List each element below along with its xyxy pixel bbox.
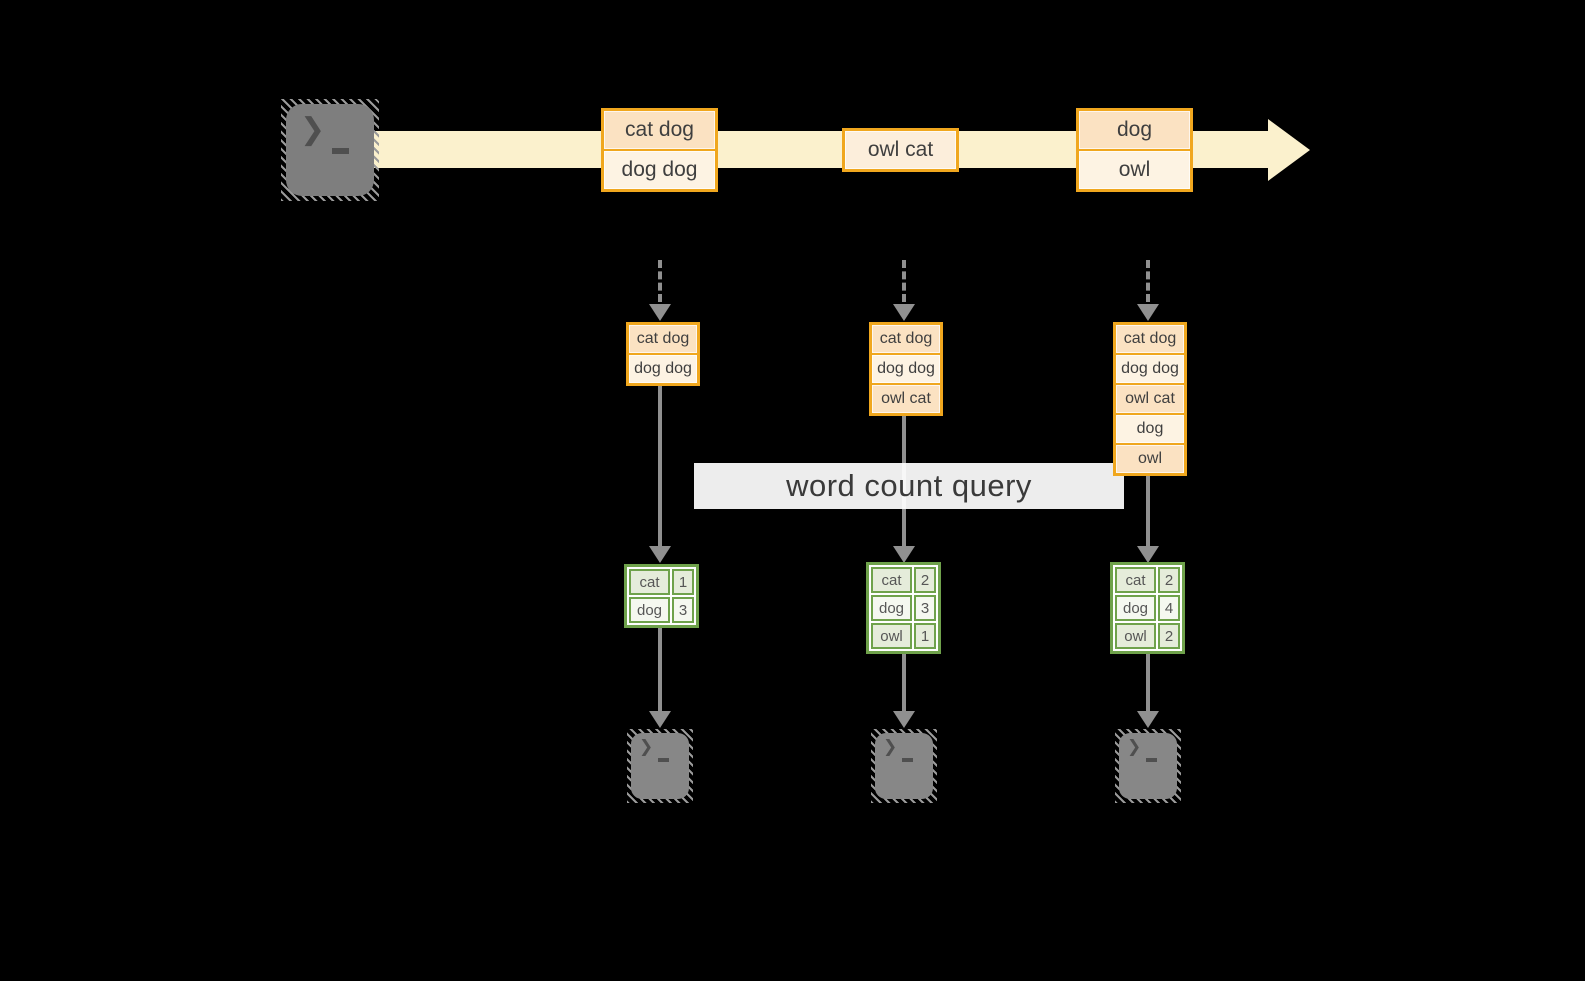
flow-arrowhead-icon <box>893 546 915 563</box>
buffer-item: dog dog <box>872 355 940 383</box>
word-count-query-label: word count query <box>694 463 1124 509</box>
count-word-cell: cat <box>1115 567 1156 593</box>
count-value-cell: 3 <box>672 597 694 623</box>
source-terminal-icon: ❯ <box>281 99 379 201</box>
window-buffer-3: cat dog dog dog owl cat dog owl <box>1113 322 1187 476</box>
terminal-prompt-icon: ❯ <box>300 112 326 147</box>
count-value-cell: 3 <box>914 595 936 621</box>
flow-arrowhead-icon <box>649 546 671 563</box>
window-buffer-1: cat dog dog dog <box>626 322 700 386</box>
count-word-cell: cat <box>629 569 670 595</box>
count-word-cell: dog <box>1115 595 1156 621</box>
buffer-item: dog dog <box>1116 355 1184 383</box>
buffer-item: dog <box>1116 415 1184 443</box>
count-table-1: cat 1 dog 3 <box>624 564 699 628</box>
ingest-arrowhead-icon <box>649 304 671 321</box>
count-value-cell: 2 <box>914 567 936 593</box>
flow-arrowhead-icon <box>649 711 671 728</box>
ingest-arrowhead-icon <box>1137 304 1159 321</box>
stream-arrowhead-icon <box>1268 119 1310 181</box>
stream-batch-3: dog owl <box>1076 108 1193 192</box>
sink-terminal-icon: ❯ <box>627 729 693 803</box>
flow-arrowhead-icon <box>1137 546 1159 563</box>
count-table-2: cat 2 dog 3 owl 1 <box>866 562 941 654</box>
buffer-item: cat dog <box>1116 325 1184 353</box>
terminal-prompt-icon: ❯ <box>883 737 898 757</box>
terminal-window: ❯ <box>286 104 374 196</box>
stream-item: dog <box>1079 111 1190 149</box>
stream-item: owl cat <box>845 131 956 169</box>
window-buffer-2: cat dog dog dog owl cat <box>869 322 943 416</box>
terminal-window: ❯ <box>875 733 933 799</box>
sink-terminal-icon: ❯ <box>871 729 937 803</box>
count-table-3: cat 2 dog 4 owl 2 <box>1110 562 1185 654</box>
buffer-item: owl <box>1116 445 1184 473</box>
count-word-cell: owl <box>871 623 912 649</box>
count-word-cell: owl <box>1115 623 1156 649</box>
stream-item: owl <box>1079 151 1190 189</box>
terminal-cursor-icon <box>902 758 913 762</box>
flow-line <box>1146 476 1150 546</box>
terminal-cursor-icon <box>332 148 349 154</box>
stream-item: dog dog <box>604 151 715 189</box>
count-word-cell: dog <box>629 597 670 623</box>
flow-line <box>658 628 662 712</box>
buffer-item: owl cat <box>1116 385 1184 413</box>
count-value-cell: 2 <box>1158 567 1180 593</box>
stream-batch-2: owl cat <box>842 128 959 172</box>
terminal-prompt-icon: ❯ <box>1127 737 1142 757</box>
count-value-cell: 2 <box>1158 623 1180 649</box>
count-word-cell: cat <box>871 567 912 593</box>
terminal-cursor-icon <box>1146 758 1157 762</box>
ingest-dashed-line <box>658 260 662 302</box>
buffer-item: cat dog <box>629 325 697 353</box>
ingest-dashed-line <box>1146 260 1150 302</box>
stream-item: cat dog <box>604 111 715 149</box>
terminal-cursor-icon <box>658 758 669 762</box>
flow-line <box>902 654 906 712</box>
terminal-window: ❯ <box>631 733 689 799</box>
stream-batch-1: cat dog dog dog <box>601 108 718 192</box>
flow-line <box>1146 654 1150 712</box>
flow-arrowhead-icon <box>893 711 915 728</box>
count-value-cell: 1 <box>672 569 694 595</box>
count-word-cell: dog <box>871 595 912 621</box>
count-value-cell: 4 <box>1158 595 1180 621</box>
ingest-arrowhead-icon <box>893 304 915 321</box>
flow-arrowhead-icon <box>1137 711 1159 728</box>
flow-line <box>658 386 662 546</box>
buffer-item: cat dog <box>872 325 940 353</box>
count-value-cell: 1 <box>914 623 936 649</box>
ingest-dashed-line <box>902 260 906 302</box>
terminal-window: ❯ <box>1119 733 1177 799</box>
sink-terminal-icon: ❯ <box>1115 729 1181 803</box>
buffer-item: owl cat <box>872 385 940 413</box>
buffer-item: dog dog <box>629 355 697 383</box>
terminal-prompt-icon: ❯ <box>639 737 654 757</box>
